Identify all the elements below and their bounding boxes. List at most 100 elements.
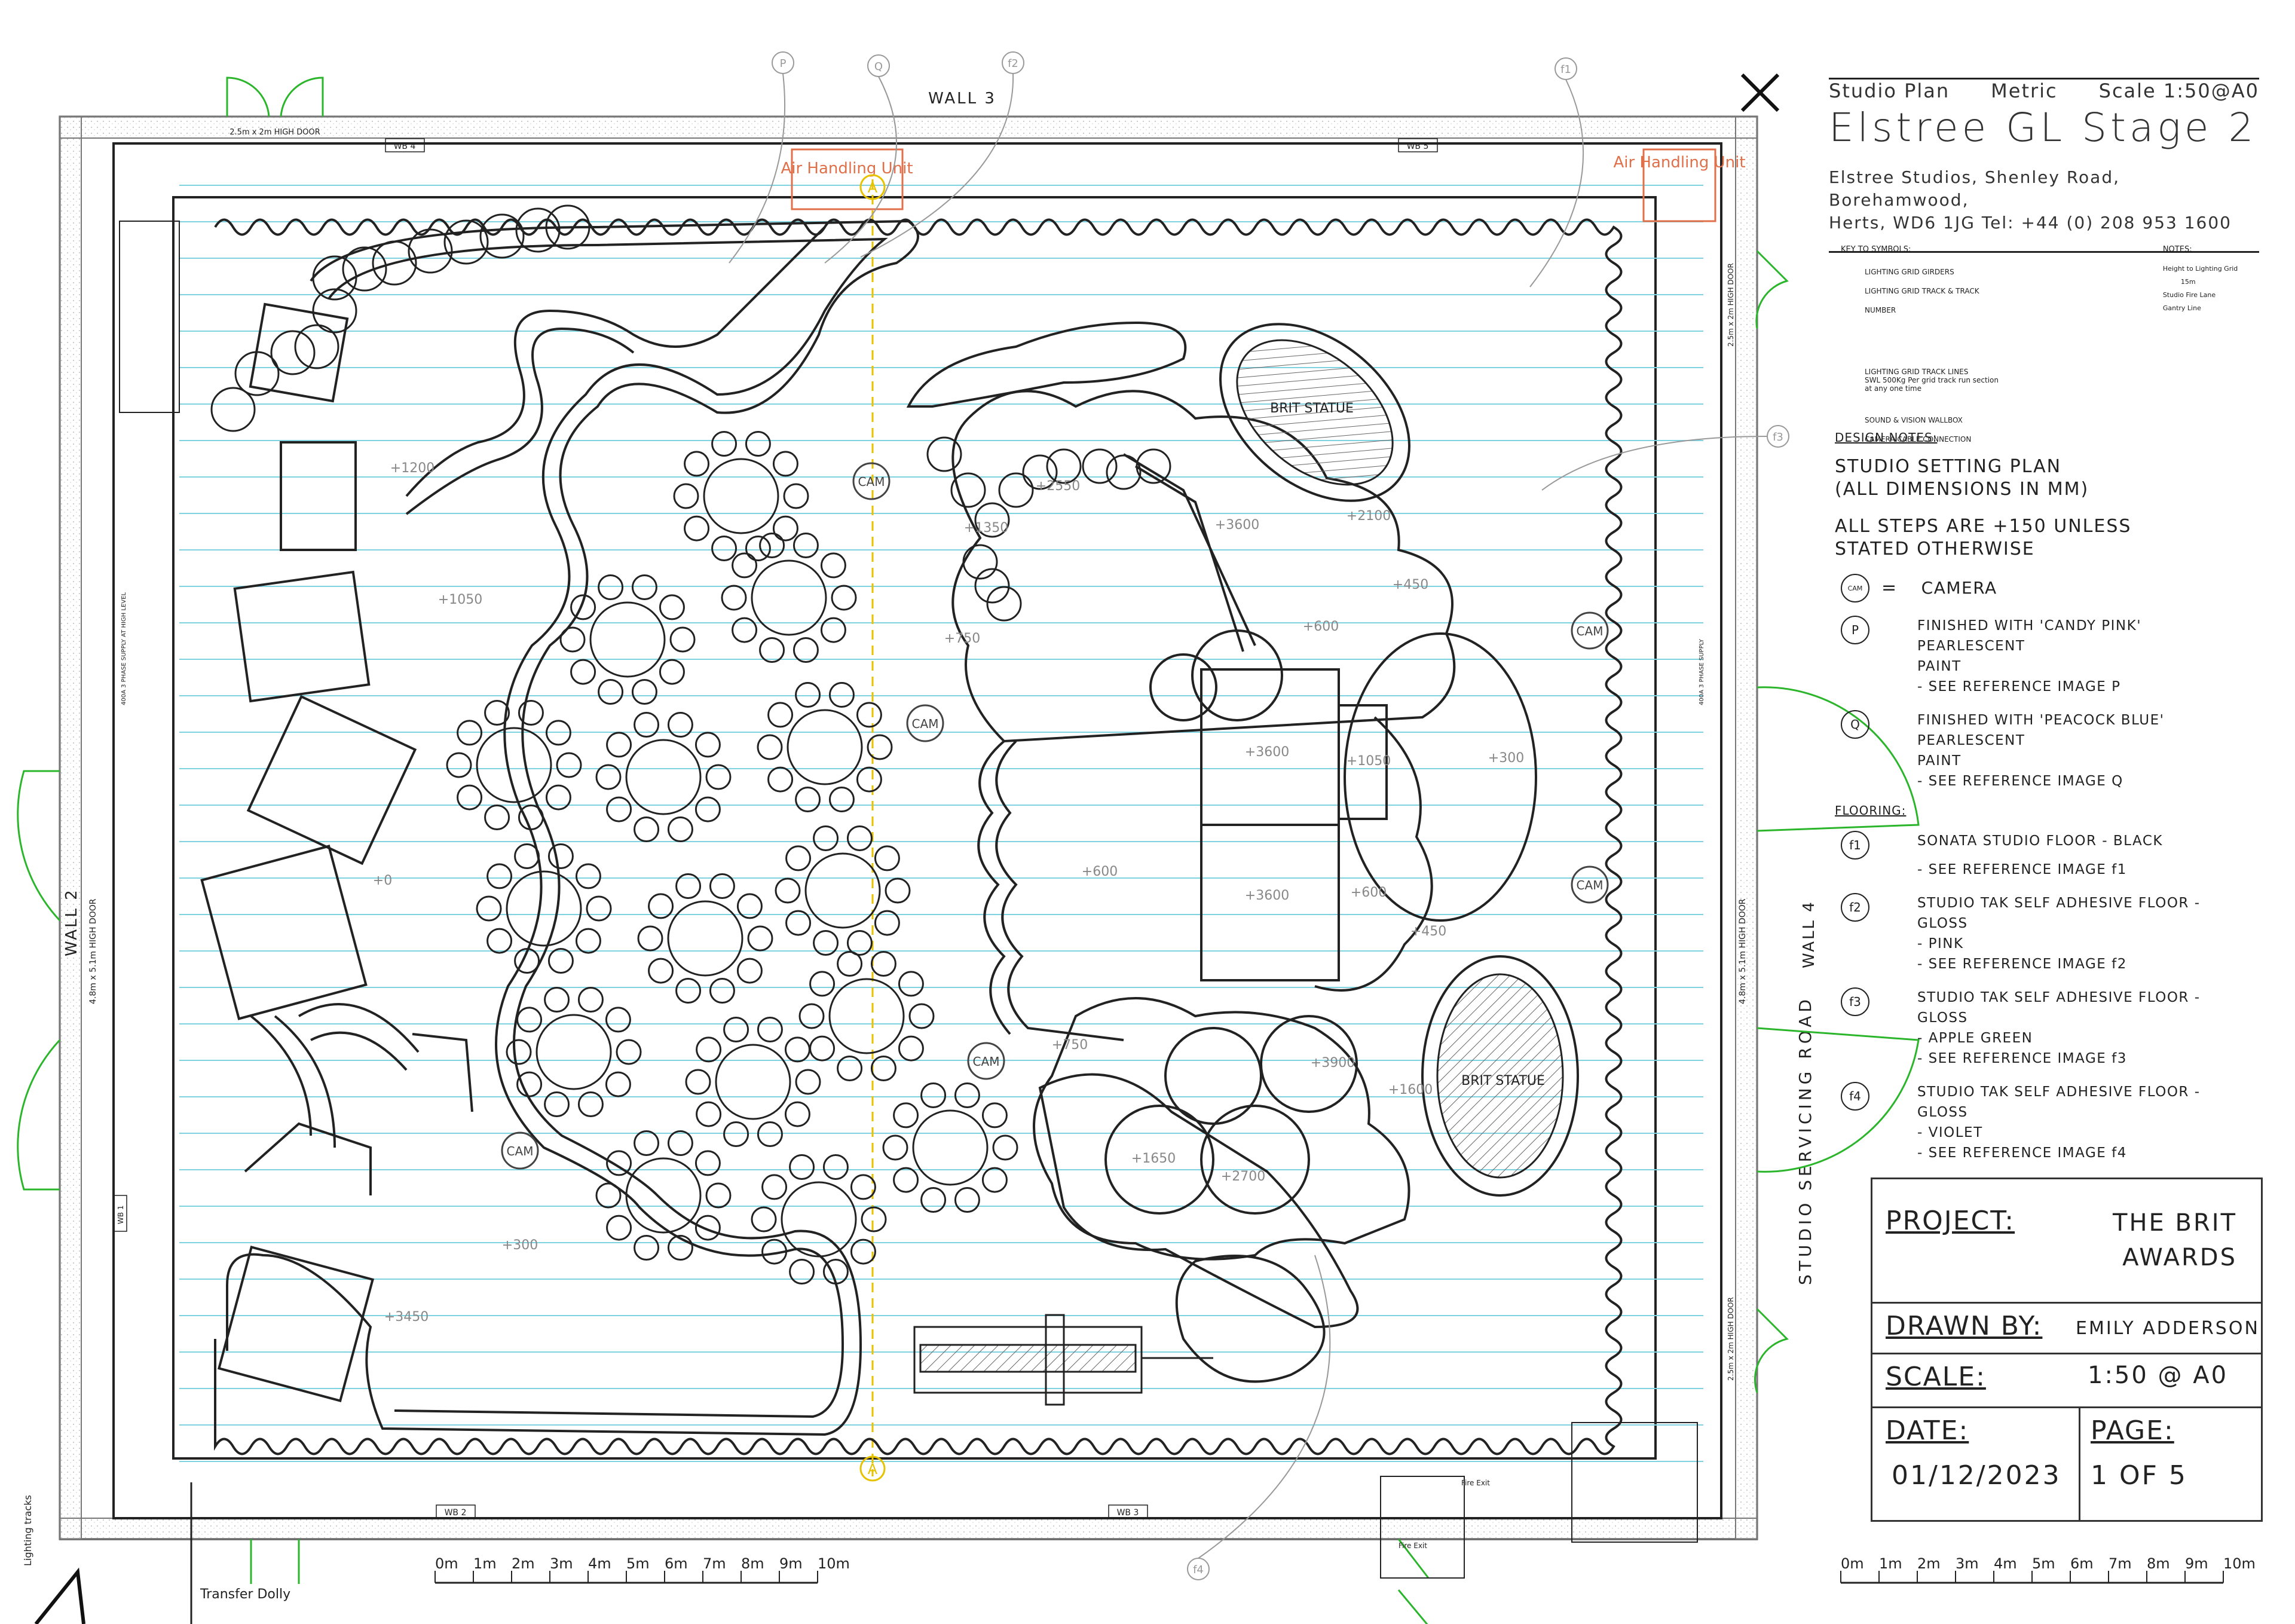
garland-ball (312, 288, 357, 334)
level-label: +0 (373, 873, 392, 888)
chair (709, 977, 735, 1004)
camera-symbol: CAM (501, 1131, 539, 1170)
chair (783, 483, 809, 509)
level-label: +2550 (1036, 479, 1080, 494)
level-label: +1050 (1347, 754, 1391, 769)
page-value: 1 OF 5 (2091, 1460, 2187, 1491)
door-right-label: 4.8m x 5.1m HIGH DOOR (1738, 898, 1748, 1004)
address-line-1: Elstree Studios, Shenley Road, Borehamwo… (1829, 167, 2120, 210)
chair (721, 585, 747, 611)
chair (792, 637, 819, 663)
garland-ball (234, 351, 280, 396)
chair (606, 1215, 632, 1241)
level-label: +1600 (1388, 1082, 1433, 1097)
chair (634, 1234, 660, 1261)
chair (789, 1258, 815, 1284)
callout-labels: P Q f2 f1 f3 f4 (780, 57, 1783, 1576)
door-right-top-label: 2.5m x 2m HIGH DOOR (1727, 263, 1735, 347)
chair (518, 804, 544, 830)
ref-f3-text-1: STUDIO TAK SELF ADHESIVE FLOOR - GLOSS (1917, 990, 2201, 1026)
chair (861, 1206, 887, 1232)
fire-exit-label-1: Fire Exit (1461, 1479, 1490, 1487)
scale-label: 10m (818, 1555, 850, 1572)
note-gantry-line: Gantry Line (2162, 304, 2201, 312)
chair (757, 1121, 783, 1147)
level-labels: +1200+1050+0+300+3450+2550+1350+3600+750… (373, 461, 1524, 1325)
scale-label: 0m (1841, 1555, 1864, 1572)
ref-q-text-1: FINISHED WITH 'PEACOCK BLUE' PEARLESCENT (1917, 712, 2165, 748)
level-label: +3900 (1311, 1056, 1355, 1071)
scale-stamp-label: SCALE: (1886, 1362, 1986, 1392)
chair (685, 1069, 711, 1095)
ref-f4-text-1: STUDIO TAK SELF ADHESIVE FLOOR - GLOSS (1917, 1084, 2201, 1120)
chair (784, 1036, 810, 1063)
chair (761, 1238, 788, 1265)
chair (772, 451, 798, 477)
scale-label: 2m (512, 1555, 535, 1572)
level-label: +750 (1052, 1038, 1088, 1053)
chair (516, 1007, 543, 1033)
chair (732, 552, 758, 579)
winding-walkway (226, 219, 919, 1436)
grid-marker-bottom: A (868, 1461, 878, 1478)
chair (767, 766, 794, 793)
scale-label: 5m (626, 1555, 650, 1572)
round-table (446, 700, 582, 830)
wall-4-label: WALL 4 (1800, 900, 1818, 968)
ref-f3-text-2: - APPLE GREEN (1917, 1030, 2033, 1046)
chair (595, 764, 622, 790)
chair (981, 1167, 1008, 1193)
key-item-camera-cable: CAMERA CABLE CONNECTION (1865, 435, 1972, 444)
key-item-wallbox: SOUND & VISION WALLBOX (1865, 416, 1963, 424)
chair (992, 1134, 1018, 1161)
chair (711, 431, 738, 457)
chair (545, 784, 571, 811)
level-label: +1050 (438, 592, 482, 607)
scale-label: 7m (703, 1555, 726, 1572)
ref-f1: f1 SONATA STUDIO FLOOR - BLACK- SEE REFE… (1835, 831, 2253, 880)
callout-f2: f2 (1008, 57, 1018, 70)
chair (759, 637, 785, 663)
round-table (476, 843, 612, 974)
round-table (595, 1130, 732, 1261)
chair (898, 971, 924, 997)
ref-f2-symbol: f2 (1841, 893, 1869, 922)
design-notes-heading: DESIGN NOTES: (1835, 430, 1938, 445)
ref-p-text-2: PAINT (1917, 659, 1962, 674)
round-table (673, 431, 809, 561)
chair (598, 574, 624, 601)
ref-f2-text-1: STUDIO TAK SELF ADHESIVE FLOOR - GLOSS (1917, 895, 2201, 931)
chair (575, 863, 601, 889)
wallbox-2-label: WB 2 (445, 1508, 467, 1518)
wall-2-label: WALL 2 (63, 888, 81, 956)
chair (516, 1071, 543, 1097)
chair (813, 929, 839, 956)
chair (705, 1182, 732, 1209)
title-meta-row: Studio Plan Metric Scale 1:50@A0 (1829, 79, 2259, 102)
chair (775, 877, 801, 904)
design-note-line-3: ALL STEPS ARE +150 UNLESS (1835, 516, 2132, 537)
scale-label: Scale 1:50@A0 (2098, 79, 2259, 102)
chair (723, 1017, 749, 1043)
chair (709, 873, 735, 900)
garland-ball (372, 240, 417, 286)
chair (785, 845, 812, 871)
round-table (798, 951, 935, 1081)
chair (696, 1101, 722, 1127)
round-table (721, 533, 857, 663)
camera-symbol: CAM (906, 704, 944, 742)
scale-stamp-value: 1:50 @ A0 (2088, 1362, 2229, 1389)
garland-ball (408, 228, 453, 274)
level-label: +450 (1393, 577, 1428, 592)
chair (547, 843, 574, 870)
air-handling-unit-2-label: Air Handling Unit (1613, 154, 1745, 172)
bubble (1046, 448, 1082, 484)
chair (514, 947, 540, 974)
project-value-line-2: AWARDS (2122, 1244, 2237, 1271)
chair (577, 1091, 604, 1117)
chair (870, 951, 896, 977)
chair (920, 1186, 947, 1213)
chair (476, 895, 502, 922)
title-block: Studio Plan Metric Scale 1:50@A0 Elstree… (1829, 78, 2259, 253)
